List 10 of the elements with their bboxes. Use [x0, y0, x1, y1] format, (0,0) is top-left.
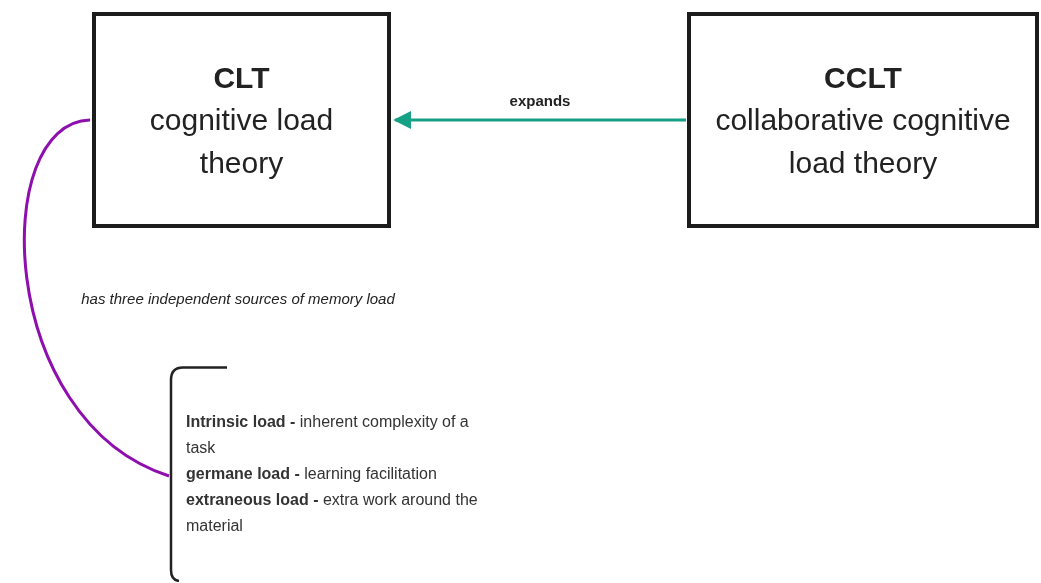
list-item: extraneous load - extra work around the material — [186, 490, 479, 536]
concept-box — [687, 12, 1039, 228]
box-heading: CCLT — [823, 60, 903, 96]
connector-line — [22, 118, 170, 478]
box-heading: CLT — [212, 60, 271, 96]
box-text: collaborative cognitive load theory — [714, 102, 1012, 181]
list-item: germane load - learning facilitation — [186, 464, 438, 484]
arrow — [393, 111, 686, 129]
box-text: cognitive load theory — [148, 102, 335, 181]
concept-box — [92, 12, 391, 228]
